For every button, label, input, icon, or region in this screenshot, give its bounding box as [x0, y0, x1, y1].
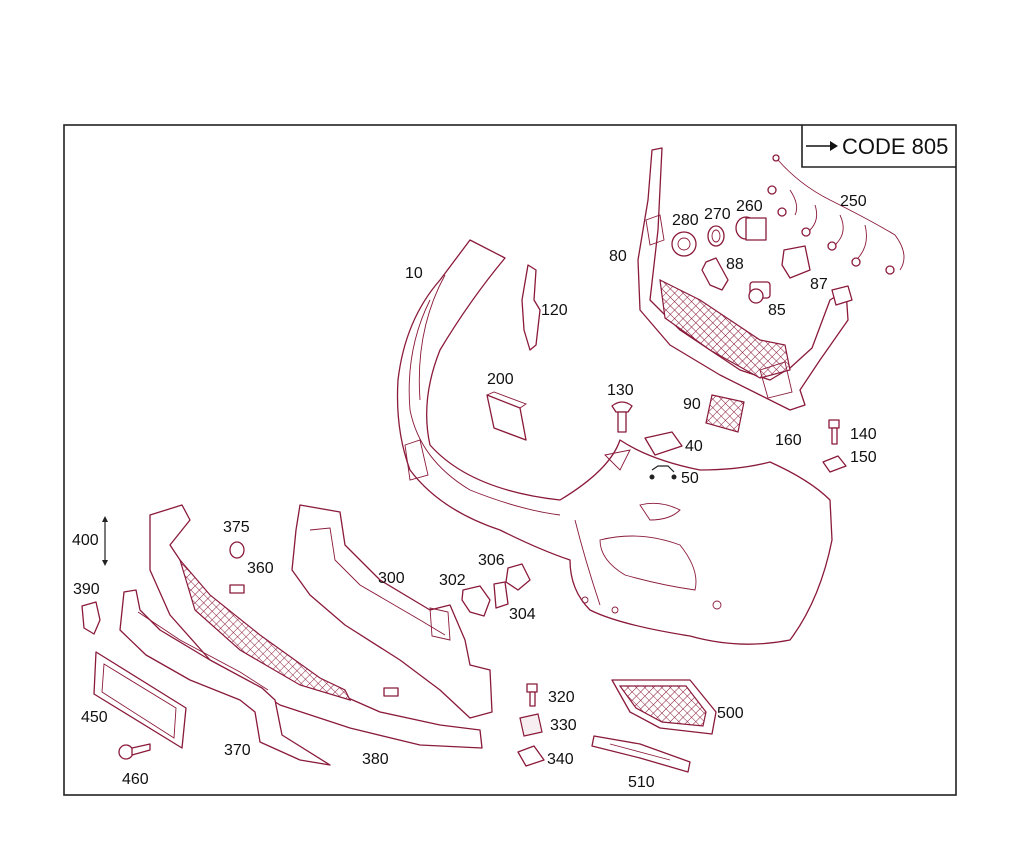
part-nut-340: [517, 745, 545, 767]
part-grille-500: [611, 679, 717, 735]
label-340: 340: [547, 751, 574, 768]
label-40: 40: [685, 438, 703, 455]
part-pad-375: [229, 541, 245, 559]
part-sensor-260: [735, 216, 767, 241]
label-200: 200: [487, 371, 514, 388]
part-labels: 10 120 200 130 90 40 50 160 140 150 80 2…: [72, 193, 877, 791]
label-88: 88: [726, 256, 744, 273]
part-screw-140: [828, 419, 840, 445]
label-460: 460: [122, 771, 149, 788]
label-302: 302: [439, 572, 466, 589]
part-module-200: [486, 391, 527, 441]
label-270: 270: [704, 206, 731, 223]
label-375: 375: [223, 519, 250, 536]
part-ring-270: [707, 225, 725, 247]
label-500: 500: [717, 705, 744, 722]
part-bracket-304: [493, 581, 509, 609]
part-clip-330: [519, 713, 543, 737]
part-clip-50: [649, 465, 677, 480]
part-harness-250: [767, 154, 905, 275]
part-screw-460: [118, 743, 151, 760]
part-bumper-cover: [396, 239, 833, 645]
label-320: 320: [548, 689, 575, 706]
label-85: 85: [768, 302, 786, 319]
label-10: 10: [405, 265, 423, 282]
label-140: 140: [850, 426, 877, 443]
label-380: 380: [362, 751, 389, 768]
code-box: CODE 805: [801, 125, 956, 168]
part-holder-87: [781, 245, 811, 279]
part-cap-40: [644, 431, 683, 456]
part-screw-320: [526, 683, 538, 707]
label-150: 150: [850, 449, 877, 466]
label-370: 370: [224, 742, 251, 759]
part-marker-400: [102, 516, 108, 566]
label-400: 400: [72, 532, 99, 549]
part-nut-150: [822, 455, 847, 473]
part-plate-450: [93, 651, 187, 749]
label-306: 306: [478, 552, 505, 569]
part-insert-90: [705, 394, 745, 433]
part-sensor-85: [748, 281, 771, 304]
label-450: 450: [81, 709, 108, 726]
label-300: 300: [378, 570, 405, 587]
part-bracket-120: [521, 264, 541, 351]
label-280: 280: [672, 212, 699, 229]
label-50: 50: [681, 470, 699, 487]
label-160: 160: [775, 432, 802, 449]
part-clip-130: [611, 401, 633, 433]
label-260: 260: [736, 198, 763, 215]
label-87: 87: [810, 276, 828, 293]
label-390: 390: [73, 581, 100, 598]
part-bracket-390: [81, 601, 101, 635]
label-80: 80: [609, 248, 627, 265]
code-label: CODE 805: [842, 134, 948, 159]
part-strip-510: [591, 735, 691, 773]
part-bracket-306: [505, 563, 531, 591]
part-absorber-300: [291, 504, 493, 719]
label-330: 330: [550, 717, 577, 734]
label-510: 510: [628, 774, 655, 791]
label-120: 120: [541, 302, 568, 319]
part-bracket-302: [461, 585, 491, 617]
label-250: 250: [840, 193, 867, 210]
label-360: 360: [247, 560, 274, 577]
diagram-frame: [63, 124, 957, 796]
arrow-right-icon: [806, 141, 838, 151]
part-sensor-frame-80: [637, 147, 853, 411]
part-bracket-88: [701, 257, 729, 291]
label-130: 130: [607, 382, 634, 399]
label-90: 90: [683, 396, 701, 413]
part-trim-370: [119, 589, 331, 766]
label-304: 304: [509, 606, 536, 623]
part-sensor-280: [671, 231, 697, 257]
